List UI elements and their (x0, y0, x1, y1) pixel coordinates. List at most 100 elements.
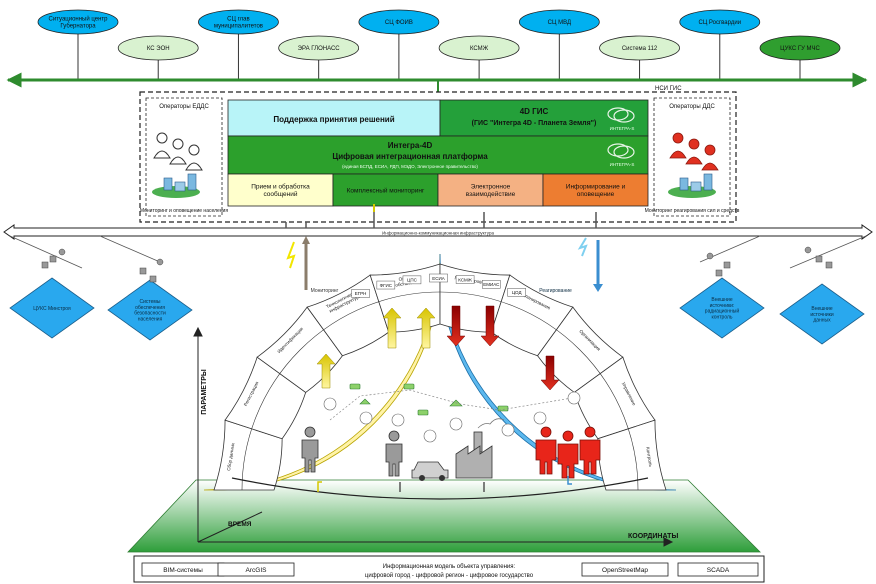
left-panel-caption: Мониторинг и оповещение населения (140, 208, 228, 214)
top-node-label: КС ЭОН (147, 46, 170, 52)
middle-bus-arrow (3, 224, 873, 240)
svg-text:сообщений: сообщений (263, 190, 297, 198)
footer-source-label: SCADA (707, 567, 730, 574)
svg-text:ЭРА ГЛОНАСС: ЭРА ГЛОНАСС (298, 46, 341, 52)
svg-text:обеспечения: обеспечения (135, 305, 165, 311)
arch-tag: ЦПС (402, 275, 422, 285)
svg-text:источники: источники (810, 312, 834, 318)
svg-text:СЦ глав: СЦ глав (227, 17, 250, 23)
response-band-label: Реагирование (539, 288, 572, 294)
inner-scene (231, 305, 649, 500)
svg-text:ЦПС: ЦПС (407, 278, 418, 283)
top-node: КСМЖ (438, 35, 520, 80)
svg-text:контроль: контроль (711, 314, 732, 320)
svg-text:Ситуационный центр: Ситуационный центр (49, 16, 109, 23)
axis-coordinates-label: КООРДИНАТЫ (628, 533, 678, 540)
integra-logo-icon: ИНТЕГРА-S (607, 107, 635, 131)
platform-module-label: Комплексный мониторинг (347, 186, 425, 194)
svg-text:Прием и обработка: Прием и обработка (251, 183, 310, 191)
svg-text:СЦ Росгвардии: СЦ Росгвардии (698, 20, 741, 26)
camera-icon (349, 383, 509, 416)
top-node-label: СЦ ФОИВ (385, 20, 413, 26)
svg-text:ЕГРН: ЕГРН (355, 291, 367, 296)
arch-tag: ЕГРН (351, 289, 370, 298)
gis-block (439, 99, 649, 137)
arch-tag: ЦОД (507, 288, 526, 297)
side-connectors (9, 235, 867, 269)
monitoring-band-label: Мониторинг (311, 288, 339, 294)
top-node: КС ЭОН (117, 35, 199, 80)
device-icons (41, 246, 833, 283)
platform-module: Комплексный мониторинг (332, 173, 439, 207)
svg-text:оповещение: оповещение (577, 191, 615, 198)
gis-subtitle: (ГИС "Интегра 4D - Планета Земля") (472, 120, 597, 127)
top-node: ЦУКС ГУ МЧС (759, 35, 841, 80)
gis-title: 4D ГИС (520, 107, 549, 116)
svg-text:Внешние: Внешние (711, 297, 732, 303)
arch-cell-label: Сбор данных (226, 442, 235, 471)
connector-arrows (286, 204, 603, 292)
top-node-label: КСМЖ (470, 46, 489, 52)
svg-text:источники:: источники: (710, 303, 735, 309)
axis-parameters-label: ПАРАМЕТРЫ (201, 369, 208, 415)
svg-text:КСМЖ: КСМЖ (458, 277, 473, 282)
arch-tag: ЕСИА (429, 273, 448, 283)
integra-platform-block (227, 135, 649, 175)
svg-text:Внешние: Внешние (811, 306, 832, 312)
top-node-label: Система 112 (622, 46, 658, 52)
svg-text:Губернатора: Губернатора (60, 24, 96, 30)
person-icon (301, 426, 403, 477)
footer-title-line1: Информационная модель объекта управления… (383, 564, 516, 570)
source-diamond: ЦУКС Минстроя (9, 277, 95, 339)
integra-subtitle: Цифровая интеграционная платформа (332, 152, 488, 161)
green-base (127, 479, 761, 553)
footer-source-box: SCADA (677, 562, 759, 577)
svg-text:КС ЭОН: КС ЭОН (147, 46, 170, 52)
decision-support-label: Поддержка принятия решений (273, 115, 394, 124)
top-node: ЭРА ГЛОНАСС (278, 35, 360, 80)
platform-tag: НСИ ГИС (655, 86, 682, 92)
city-island-icon (668, 173, 716, 198)
arch-tag: ФГИС (376, 280, 396, 290)
responders-icon (669, 132, 719, 171)
svg-text:безопасности: безопасности (134, 311, 166, 317)
integra-note: (единая БСПД, ЕСИА, РДП, МЭДО, Электронн… (342, 164, 478, 169)
integra-title: Интегра-4D (388, 141, 433, 150)
svg-text:Информирование и: Информирование и (566, 184, 626, 191)
footer-source-box: ArcGIS (217, 562, 295, 577)
svg-text:КСМЖ: КСМЖ (470, 46, 489, 52)
car-icon (411, 461, 449, 481)
top-node-label: ЭРА ГЛОНАСС (298, 46, 341, 52)
svg-text:ЦОД: ЦОД (512, 290, 522, 295)
top-node: Система 112 (599, 35, 680, 80)
bus-label: Информационно-коммуникационная инфрастру… (382, 231, 494, 236)
top-node-label: СЦ МВД (548, 20, 571, 26)
right-operators-panel (653, 97, 731, 217)
svg-text:ЦУКС Минстроя: ЦУКС Минстроя (33, 306, 71, 312)
right-panel-caption: Мониторинг реагирования сил и средств (645, 208, 740, 214)
svg-text:Контроль: Контроль (645, 447, 653, 468)
people-icon (153, 132, 203, 171)
svg-text:ЕСИА: ЕСИА (432, 276, 445, 281)
top-node-label: ЦУКС ГУ МЧС (780, 46, 820, 52)
svg-text:Электронное: Электронное (471, 184, 511, 191)
svg-text:взаимодействие: взаимодействие (466, 190, 516, 198)
middle-bus: Информационно-коммуникационная инфрастру… (3, 212, 873, 240)
source-diamond-label: ЦУКС Минстроя (33, 306, 71, 312)
footer-source-label: BIM-системы (163, 567, 203, 574)
